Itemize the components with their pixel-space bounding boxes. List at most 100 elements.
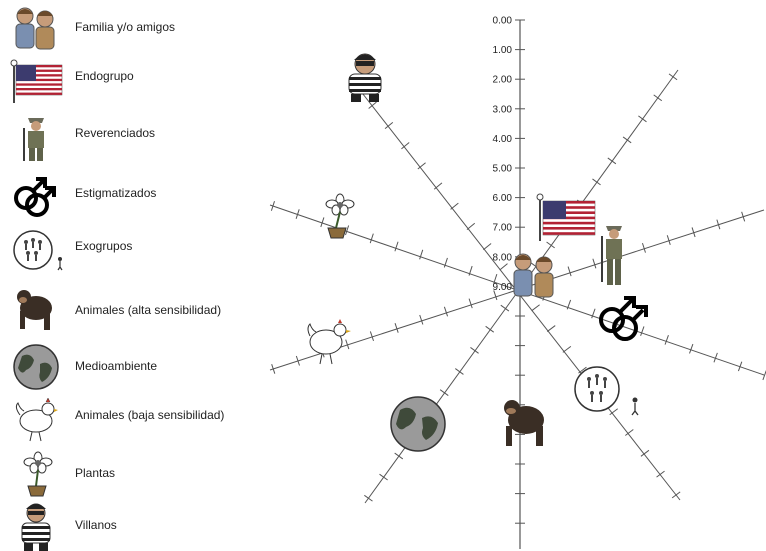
spoke-tick <box>737 361 743 372</box>
legend-label-villanos: Villanos <box>75 518 117 532</box>
scale-tick-label: 7.00 <box>493 223 513 234</box>
spoke-tick <box>379 473 388 481</box>
spoke-tick <box>691 227 696 238</box>
flower-pot-figure <box>325 193 355 239</box>
legend-label-exogrupos: Exogrupos <box>75 239 133 253</box>
soldier-icon <box>23 118 44 161</box>
spoke-tick <box>369 233 374 244</box>
legend-label-familia: Familia y/o amigos <box>75 20 176 34</box>
spoke-tick <box>578 366 587 374</box>
spoke-tick <box>671 491 681 499</box>
spoke-tick <box>625 429 634 436</box>
villain-figure <box>348 53 382 102</box>
scale-tick-label: 6.00 <box>493 193 513 204</box>
spoke-tick <box>653 94 663 102</box>
legend-item-plantas: Plantas <box>0 450 260 500</box>
spoke-tick <box>638 115 647 123</box>
spoke-tick <box>499 263 508 271</box>
spoke-tick <box>443 257 448 268</box>
male-symbols-figure <box>599 296 648 341</box>
spoke-tick <box>493 290 498 301</box>
spoke-tick <box>468 298 473 309</box>
spoke-tick <box>419 314 424 325</box>
scale-tick-label: 0.00 <box>493 16 513 27</box>
spoke-tick <box>271 364 276 374</box>
chimpanzee-figure <box>504 400 544 446</box>
scale-tick-label: 3.00 <box>493 104 513 115</box>
legend-label-estigmatizados: Estigmatizados <box>75 186 157 200</box>
soldier-figure <box>601 226 622 285</box>
spoke-tick <box>455 368 464 375</box>
spoke-tick <box>401 142 410 150</box>
spoke-tick <box>592 178 601 186</box>
spoke-tick <box>470 347 479 354</box>
spoke-tick <box>562 345 572 353</box>
scale-tick-label: 8.00 <box>493 252 513 263</box>
legend-item-exogrupos: Exogrupos <box>0 225 260 275</box>
legend-label-reverenciados: Reverenciados <box>75 126 156 140</box>
spoke-tick <box>433 182 443 190</box>
spoke-tick <box>566 299 572 310</box>
scale-tick-label: 4.00 <box>493 134 513 145</box>
legend-label-medioambiente: Medioambiente <box>75 359 158 373</box>
scale-tick-label: 9.00 <box>493 282 513 293</box>
crowd-circle-icon <box>13 230 63 271</box>
spoke-tick <box>546 241 555 249</box>
spoke-tick <box>468 265 473 276</box>
legend-label-endogrupo: Endogrupo <box>75 69 134 83</box>
spoke-tick <box>741 211 746 222</box>
family-icon <box>15 7 55 50</box>
chicken-figure <box>307 319 351 365</box>
legend-item-animales-alta: Animales (alta sensibilidad) <box>0 283 260 333</box>
crowd-figure <box>574 366 639 416</box>
legend-label-animales-alta: Animales (alta sensibilidad) <box>75 303 222 317</box>
scale-tick-label: 2.00 <box>493 75 513 86</box>
villain-icon <box>21 503 51 551</box>
globe-icon <box>13 344 59 390</box>
spoke-tick <box>531 304 540 312</box>
spoke-tick <box>345 225 350 236</box>
spoke-tick <box>394 323 399 333</box>
spoke-tick <box>592 258 597 269</box>
spoke-tick <box>394 241 399 252</box>
spoke-tick <box>493 273 498 284</box>
spoke-tick <box>466 222 476 230</box>
flower-pot-icon <box>23 451 53 497</box>
spoke-tick <box>394 452 404 460</box>
spoke-tick <box>485 325 495 333</box>
legend-label-plantas: Plantas <box>75 466 116 480</box>
us-flag-icon <box>10 59 63 103</box>
spoke-tick <box>546 325 556 332</box>
spoke-tick <box>664 335 669 345</box>
legend-label-animales-baja: Animales (baja sensibilidad) <box>75 408 225 422</box>
spoke-tick <box>607 157 617 165</box>
spoke-tick <box>500 304 510 312</box>
spoke-tick <box>419 249 424 260</box>
spoke-tick <box>483 243 492 251</box>
legend-item-villanos: Villanos <box>0 501 260 551</box>
spoke-tick <box>668 73 678 81</box>
spoke-tick <box>641 242 646 253</box>
spoke-tick <box>364 494 373 502</box>
spoke-tick <box>713 352 718 363</box>
spoke-tick <box>270 201 275 211</box>
legend-item-reverenciados: Reverenciados <box>0 112 260 162</box>
spoke-tick <box>656 470 665 478</box>
spoke-tick <box>666 235 671 245</box>
spoke-tick <box>417 162 426 170</box>
chimpanzee-icon <box>17 290 52 330</box>
us-flag-figure <box>536 193 596 241</box>
legend: Familia y/o amigos Endogrupo Rever <box>0 0 260 551</box>
chicken-icon <box>15 397 58 442</box>
spoke-tick <box>443 306 449 317</box>
spoke-tick <box>450 202 459 210</box>
spoke-tick <box>295 209 300 219</box>
legend-item-familia: Familia y/o amigos <box>0 2 260 52</box>
spoke-tick <box>567 266 572 277</box>
family-figure <box>513 253 554 298</box>
spoke-tick <box>369 331 374 342</box>
legend-item-medioambiente: Medioambiente <box>0 342 260 392</box>
legend-item-endogrupo: Endogrupo <box>0 57 260 107</box>
spoke-tick <box>345 339 350 350</box>
